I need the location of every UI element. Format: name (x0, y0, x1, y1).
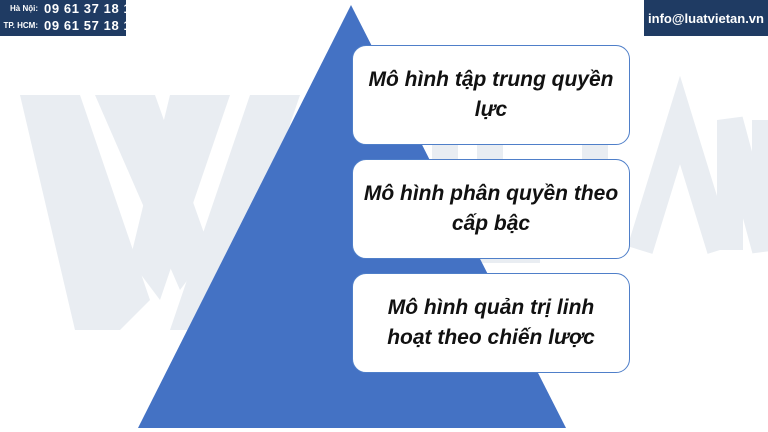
level-card-hierarchical: Mô hình phân quyền theo cấp bậc (352, 159, 630, 259)
email-box: info@luatvietan.vn (644, 0, 768, 36)
hcm-label: TP. HCM: (3, 21, 38, 30)
hanoi-hotline-row: Hà Nội: 09 61 37 18 18 (0, 1, 139, 18)
level-label: Mô hình phân quyền theo cấp bậc (363, 182, 619, 235)
level-label: Mô hình quản trị linh hoạt theo chiến lư… (387, 296, 595, 349)
level-card-flexible: Mô hình quản trị linh hoạt theo chiến lư… (352, 273, 630, 373)
hotline-box: Hà Nội: 09 61 37 18 18 TP. HCM: 09 61 57… (0, 0, 139, 36)
level-card-centralized: Mô hình tập trung quyền lực (352, 45, 630, 145)
hcm-hotline-row: TP. HCM: 09 61 57 18 18 (0, 18, 138, 35)
hanoi-label: Hà Nội: (10, 4, 38, 13)
level-label: Mô hình tập trung quyền lực (368, 68, 614, 121)
hanoi-phone: 09 61 37 18 18 (44, 1, 140, 16)
hcm-phone: 09 61 57 18 18 (44, 18, 140, 33)
